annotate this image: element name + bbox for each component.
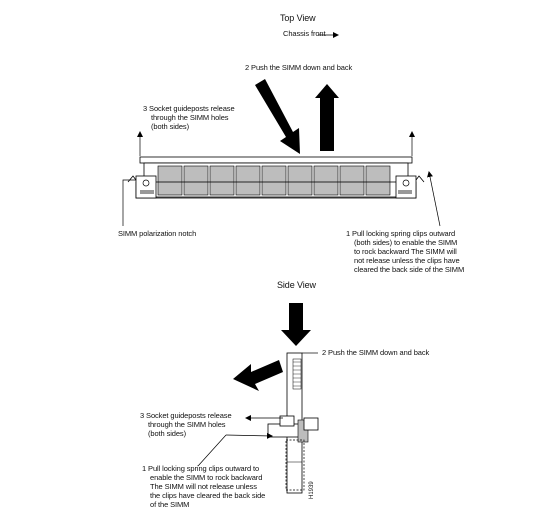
figure-id: H1939 [309,481,315,499]
push-down-arrow [255,79,300,154]
polarization-notch-label: SIMM polarization notch [118,229,197,238]
top-step1-label: 1 Pull locking spring clips outward (bot… [346,229,465,274]
left-spring-clip [135,175,157,199]
simm-module-side [267,352,319,494]
side-push-down-arrow [281,303,311,346]
side-rock-back-arrow [233,360,283,391]
side-view-title: Side View [277,280,316,290]
top-view-title: Top View [280,13,316,23]
push-back-arrow [315,84,339,151]
side-step1-label: 1 Pull locking spring clips outward to e… [142,464,266,509]
simm-module-top [127,156,425,199]
right-spring-clip [395,175,417,199]
top-step3-label: 3 Socket guideposts release through the … [143,104,235,131]
side-step2-label: 2 Push the SIMM down and back [322,348,430,357]
side-step3-label: 3 Socket guideposts release through the … [140,411,232,438]
chassis-front-label: Chassis front [283,29,326,38]
top-step2-label: 2 Push the SIMM down and back [245,63,353,72]
